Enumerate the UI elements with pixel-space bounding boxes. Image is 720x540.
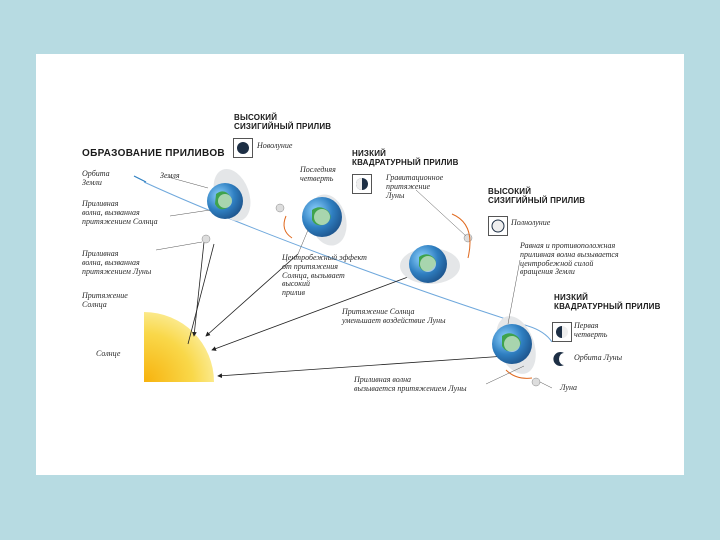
- label-first-quarter: Первая четверть: [574, 321, 608, 339]
- orbit-arrow-left: [133, 175, 147, 183]
- earth-orbit-path: [143, 181, 529, 327]
- label-sun-attraction: Притяжение Солнца: [82, 291, 128, 309]
- earth-position-2: [275, 194, 347, 246]
- label-equal-opposite: Равная и противоположная приливная волна…: [520, 241, 619, 277]
- new-moon-icon: [233, 138, 253, 158]
- sun-attraction-arrow-1: [192, 241, 205, 337]
- label-new-moon: Новолуние: [257, 141, 293, 150]
- label-moon-tide: Приливная волна вызывается притяжением Л…: [354, 375, 467, 393]
- earth-position-4: [492, 316, 541, 387]
- leader-equal-opposite: [507, 259, 521, 325]
- tides-diagram: [133, 168, 553, 389]
- label-sun: Солнце: [96, 349, 121, 358]
- moon-orbit-icon: [552, 350, 570, 368]
- full-moon-icon: [488, 216, 508, 236]
- heading-low-tide-2: НИЗКИЙ КВАДРАТУРНЫЙ ПРИЛИВ: [554, 293, 661, 311]
- heading-high-tide-2: ВЫСОКИЙ СИЗИГИЙНЫЙ ПРИЛИВ: [488, 187, 586, 205]
- leader-lunar-tide: [155, 241, 203, 251]
- label-full-moon: Полнолуние: [511, 218, 551, 227]
- earth-position-3: [400, 213, 473, 284]
- label-moon: Луна: [560, 383, 577, 392]
- label-gravitational-pull: Гравитационное притяжение Луны: [386, 173, 444, 200]
- label-earth-orbit: Орбита Земли: [82, 169, 110, 187]
- label-sun-weakens: Притяжение Солнца уменьшает воздействие …: [342, 307, 446, 325]
- sun-attraction-arrow-3: [205, 253, 299, 337]
- label-solar-tide: Приливная волна, вызванная притяжением С…: [82, 199, 158, 226]
- heading-high-tide-1: ВЫСОКИЙ СИЗИГИЙНЫЙ ПРИЛИВ: [234, 113, 332, 131]
- label-moon-orbit: Орбита Луны: [574, 353, 623, 362]
- label-centrifugal: Центробежный эффект от притяжения Солнца…: [282, 253, 367, 298]
- leader-earth: [167, 176, 209, 189]
- first-quarter-icon: [552, 322, 572, 342]
- sun-attraction-arrow-4: [211, 273, 417, 351]
- leader-gravitational: [415, 189, 467, 237]
- leader-moon-tide: [485, 365, 525, 385]
- heading-low-tide-1: НИЗКИЙ КВАДРАТУРНЫЙ ПРИЛИВ: [352, 149, 459, 167]
- label-last-quarter: Последняя четверть: [300, 165, 336, 183]
- label-lunar-tide: Приливная волна, вызванная притяжением Л…: [82, 249, 152, 276]
- label-earth: Земля: [160, 171, 180, 180]
- sun-attraction-arrow-2: [187, 243, 215, 345]
- diagram-title: ОБРАЗОВАНИЕ ПРИЛИВОВ: [82, 148, 225, 159]
- earth-position-1: [201, 168, 251, 244]
- leader-centrifugal: [297, 229, 309, 255]
- slide-frame: ВЫСОКИЙ СИЗИГИЙНЫЙ ПРИЛИВ НИЗКИЙ КВАДРАТ…: [36, 54, 684, 475]
- sun-shape: [144, 312, 214, 382]
- last-quarter-icon: [352, 174, 372, 194]
- earth-orbit-tail: [527, 325, 553, 343]
- leader-moon: [539, 381, 553, 389]
- sun-attraction-arrow-5: [217, 355, 507, 379]
- leader-solar-tide: [169, 209, 211, 217]
